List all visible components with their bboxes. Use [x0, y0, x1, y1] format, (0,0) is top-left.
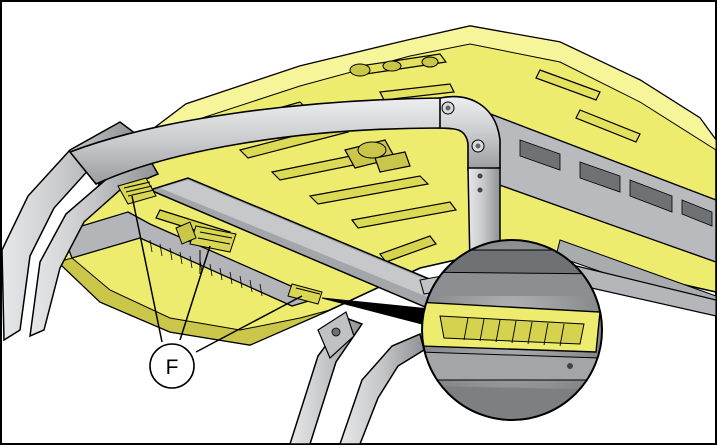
mount-clip-center	[175, 221, 237, 274]
roof-rim	[111, 25, 717, 171]
callout-label-f: F	[166, 356, 179, 379]
callout-bubble	[149, 343, 195, 389]
rops-lower-tube-left	[288, 317, 364, 445]
mount-clip-right	[287, 283, 323, 305]
inset-outline	[421, 239, 603, 421]
detail-inset	[421, 239, 603, 421]
leader-line-3	[195, 295, 303, 353]
mount-clip-left	[117, 177, 157, 205]
callout-leaders	[131, 195, 303, 353]
roof-lower-edge	[57, 257, 331, 346]
roof-bosses	[349, 56, 439, 159]
leader-line-1	[131, 195, 163, 343]
side-rail-slots	[519, 139, 713, 227]
leader-line-2	[179, 245, 211, 341]
